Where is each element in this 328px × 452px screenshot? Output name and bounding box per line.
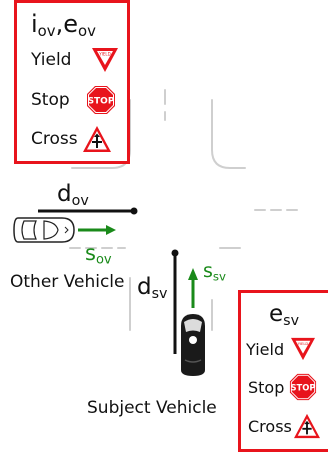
subject-vehicle-label: Subject Vehicle	[87, 398, 217, 418]
stop-sign-icon: STOP	[86, 86, 115, 114]
sv-cross-label: Cross	[248, 416, 292, 436]
ov-stop-label: Stop	[31, 90, 70, 110]
sv-yield-label: Yield	[246, 339, 285, 359]
ov-row-cross: Cross	[31, 125, 112, 153]
sv-row-stop: Stop STOP	[248, 373, 317, 401]
ov-panel-header: iov,eov	[31, 10, 96, 41]
svg-text:YIELD: YIELD	[298, 342, 309, 346]
svg-text:STOP: STOP	[291, 382, 316, 392]
ov-intention-panel: iov,eov Yield YIELD Stop STOP Cross	[14, 0, 130, 164]
s-sv-label: ssv	[203, 260, 226, 284]
yield-sign-icon: YIELD	[291, 337, 316, 361]
d-sv-endpoint	[171, 249, 179, 257]
other-vehicle-label: Other Vehicle	[10, 272, 125, 292]
sv-stop-label: Stop	[248, 377, 285, 397]
s-ov-label: sov	[85, 241, 112, 268]
ov-row-yield: Yield YIELD	[31, 47, 119, 73]
ov-row-stop: Stop STOP	[31, 85, 116, 115]
sv-row-cross: Cross	[248, 413, 321, 439]
svg-text:STOP: STOP	[87, 97, 114, 107]
d-ov-label: dov	[57, 181, 89, 209]
stop-sign-icon: STOP	[290, 373, 317, 401]
crossroad-warning-sign-icon	[293, 413, 320, 439]
sv-panel-header: esv	[269, 301, 300, 329]
s-ov-arrow	[78, 225, 116, 235]
sv-row-yield: Yield YIELD	[246, 337, 316, 361]
yield-sign-icon: YIELD	[92, 48, 119, 72]
svg-text:YIELD: YIELD	[99, 52, 111, 57]
s-sv-arrow	[188, 268, 198, 308]
crossroad-warning-sign-icon	[82, 126, 111, 152]
d-sv-label: dsv	[137, 274, 168, 302]
sv-intention-panel: esv Yield YIELD Stop STOP Cross	[238, 290, 328, 452]
other-vehicle-icon	[13, 217, 75, 243]
ov-yield-label: Yield	[31, 50, 72, 70]
subject-vehicle-icon	[181, 314, 205, 376]
d-ov-endpoint	[130, 207, 138, 215]
ov-cross-label: Cross	[31, 129, 78, 149]
